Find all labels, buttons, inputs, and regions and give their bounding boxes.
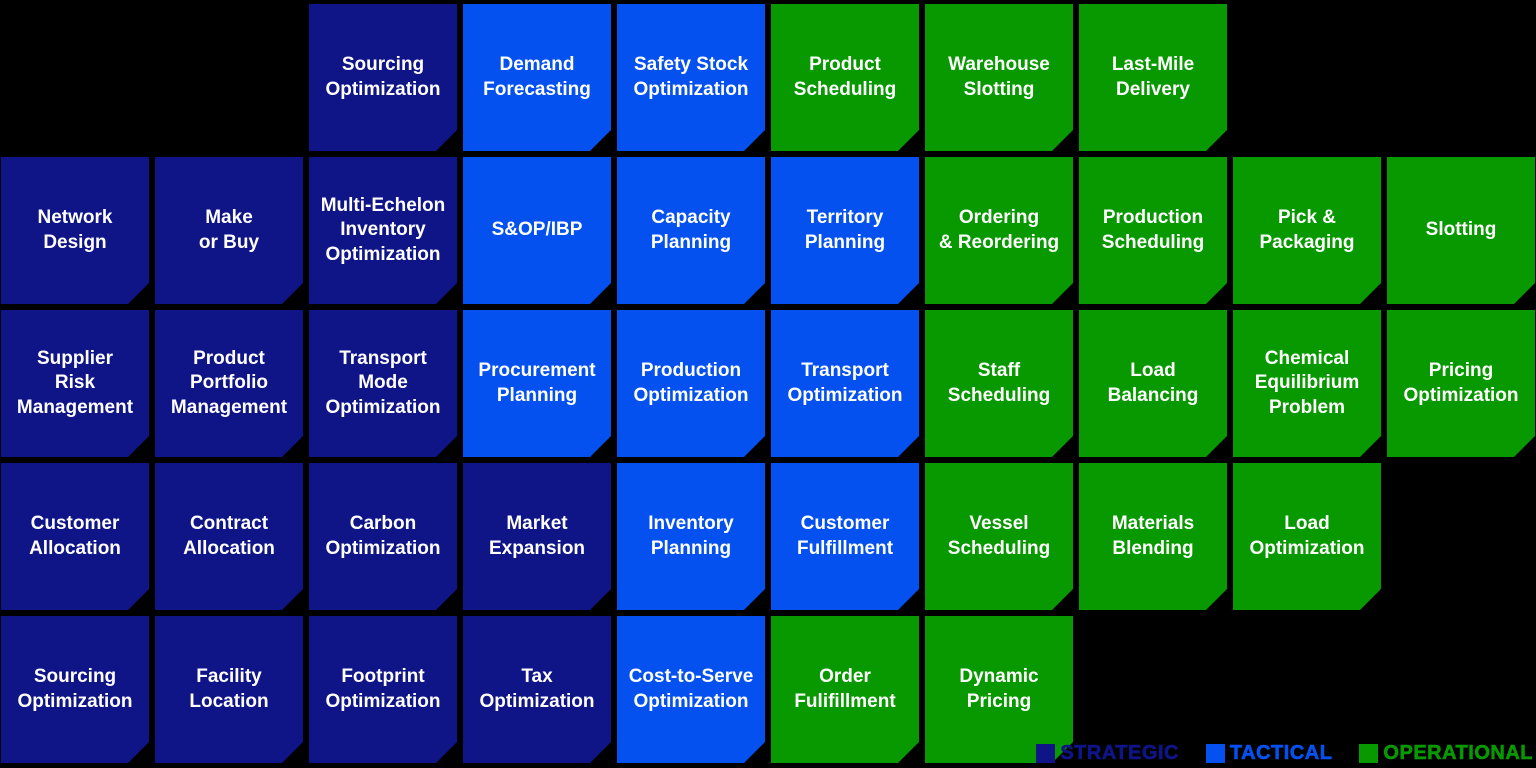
tile-product-scheduling: Product Scheduling: [771, 4, 919, 151]
legend-label-operational: OPERATIONAL: [1383, 741, 1533, 764]
tile-territory-planning: Territory Planning: [771, 157, 919, 304]
tile-transport-optimization: Transport Optimization: [771, 310, 919, 457]
legend-label-tactical: TACTICAL: [1229, 741, 1333, 764]
tile-market-expansion: Market Expansion: [463, 463, 611, 610]
tile-contract-allocation: Contract Allocation: [155, 463, 303, 610]
tile-customer-fulfillment: Customer Fulfillment: [771, 463, 919, 610]
tile-capacity-planning: Capacity Planning: [617, 157, 765, 304]
tile-footprint-optimization: Footprint Optimization: [309, 616, 457, 763]
operational-swatch-icon: [1359, 743, 1379, 763]
tile-load-optimization: Load Optimization: [1233, 463, 1381, 610]
tile-dynamic-pricing: Dynamic Pricing: [925, 616, 1073, 763]
legend-item-strategic: STRATEGIC: [1036, 741, 1179, 765]
tile-transport-mode-optimization: Transport Mode Optimization: [309, 310, 457, 457]
tile-vessel-scheduling: Vessel Scheduling: [925, 463, 1073, 610]
tile-s-op-ibp: S&OP/IBP: [463, 157, 611, 304]
tile-ordering-reordering: Ordering & Reordering: [925, 157, 1073, 304]
tile-inventory-planning: Inventory Planning: [617, 463, 765, 610]
tile-last-mile-delivery: Last-Mile Delivery: [1079, 4, 1227, 151]
tile-carbon-optimization: Carbon Optimization: [309, 463, 457, 610]
tile-staff-scheduling: Staff Scheduling: [925, 310, 1073, 457]
tile-supplier-risk-management: Supplier Risk Management: [1, 310, 149, 457]
tile-chemical-equilibrium-problem: Chemical Equilibrium Problem: [1233, 310, 1381, 457]
tile-multi-echelon-inventory-optimization: Multi-Echelon Inventory Optimization: [309, 157, 457, 304]
tile-order-fulifillment: Order Fulifillment: [771, 616, 919, 763]
tile-warehouse-slotting: Warehouse Slotting: [925, 4, 1073, 151]
tile-cost-to-serve-optimization: Cost-to-Serve Optimization: [617, 616, 765, 763]
tile-procurement-planning: Procurement Planning: [463, 310, 611, 457]
legend-item-tactical: TACTICAL: [1205, 741, 1333, 765]
tile-make-or-buy: Make or Buy: [155, 157, 303, 304]
tile-pick-packaging: Pick & Packaging: [1233, 157, 1381, 304]
tile-sourcing-optimization: Sourcing Optimization: [1, 616, 149, 763]
tile-product-portfolio-management: Product Portfolio Management: [155, 310, 303, 457]
legend: STRATEGIC TACTICAL OPERATIONAL: [1036, 741, 1533, 765]
tile-tax-optimization: Tax Optimization: [463, 616, 611, 763]
tile-slotting: Slotting: [1387, 157, 1535, 304]
tile-network-design: Network Design: [1, 157, 149, 304]
tile-demand-forecasting: Demand Forecasting: [463, 4, 611, 151]
tile-pricing-optimization: Pricing Optimization: [1387, 310, 1535, 457]
tactical-swatch-icon: [1205, 743, 1225, 763]
tile-facility-location: Facility Location: [155, 616, 303, 763]
tile-production-scheduling: Production Scheduling: [1079, 157, 1227, 304]
tile-sourcing-optimization: Sourcing Optimization: [309, 4, 457, 151]
tile-customer-allocation: Customer Allocation: [1, 463, 149, 610]
tile-materials-blending: Materials Blending: [1079, 463, 1227, 610]
tile-load-balancing: Load Balancing: [1079, 310, 1227, 457]
strategic-swatch-icon: [1036, 743, 1056, 763]
tile-production-optimization: Production Optimization: [617, 310, 765, 457]
tile-safety-stock-optimization: Safety Stock Optimization: [617, 4, 765, 151]
legend-item-operational: OPERATIONAL: [1359, 741, 1533, 765]
legend-label-strategic: STRATEGIC: [1060, 741, 1179, 764]
